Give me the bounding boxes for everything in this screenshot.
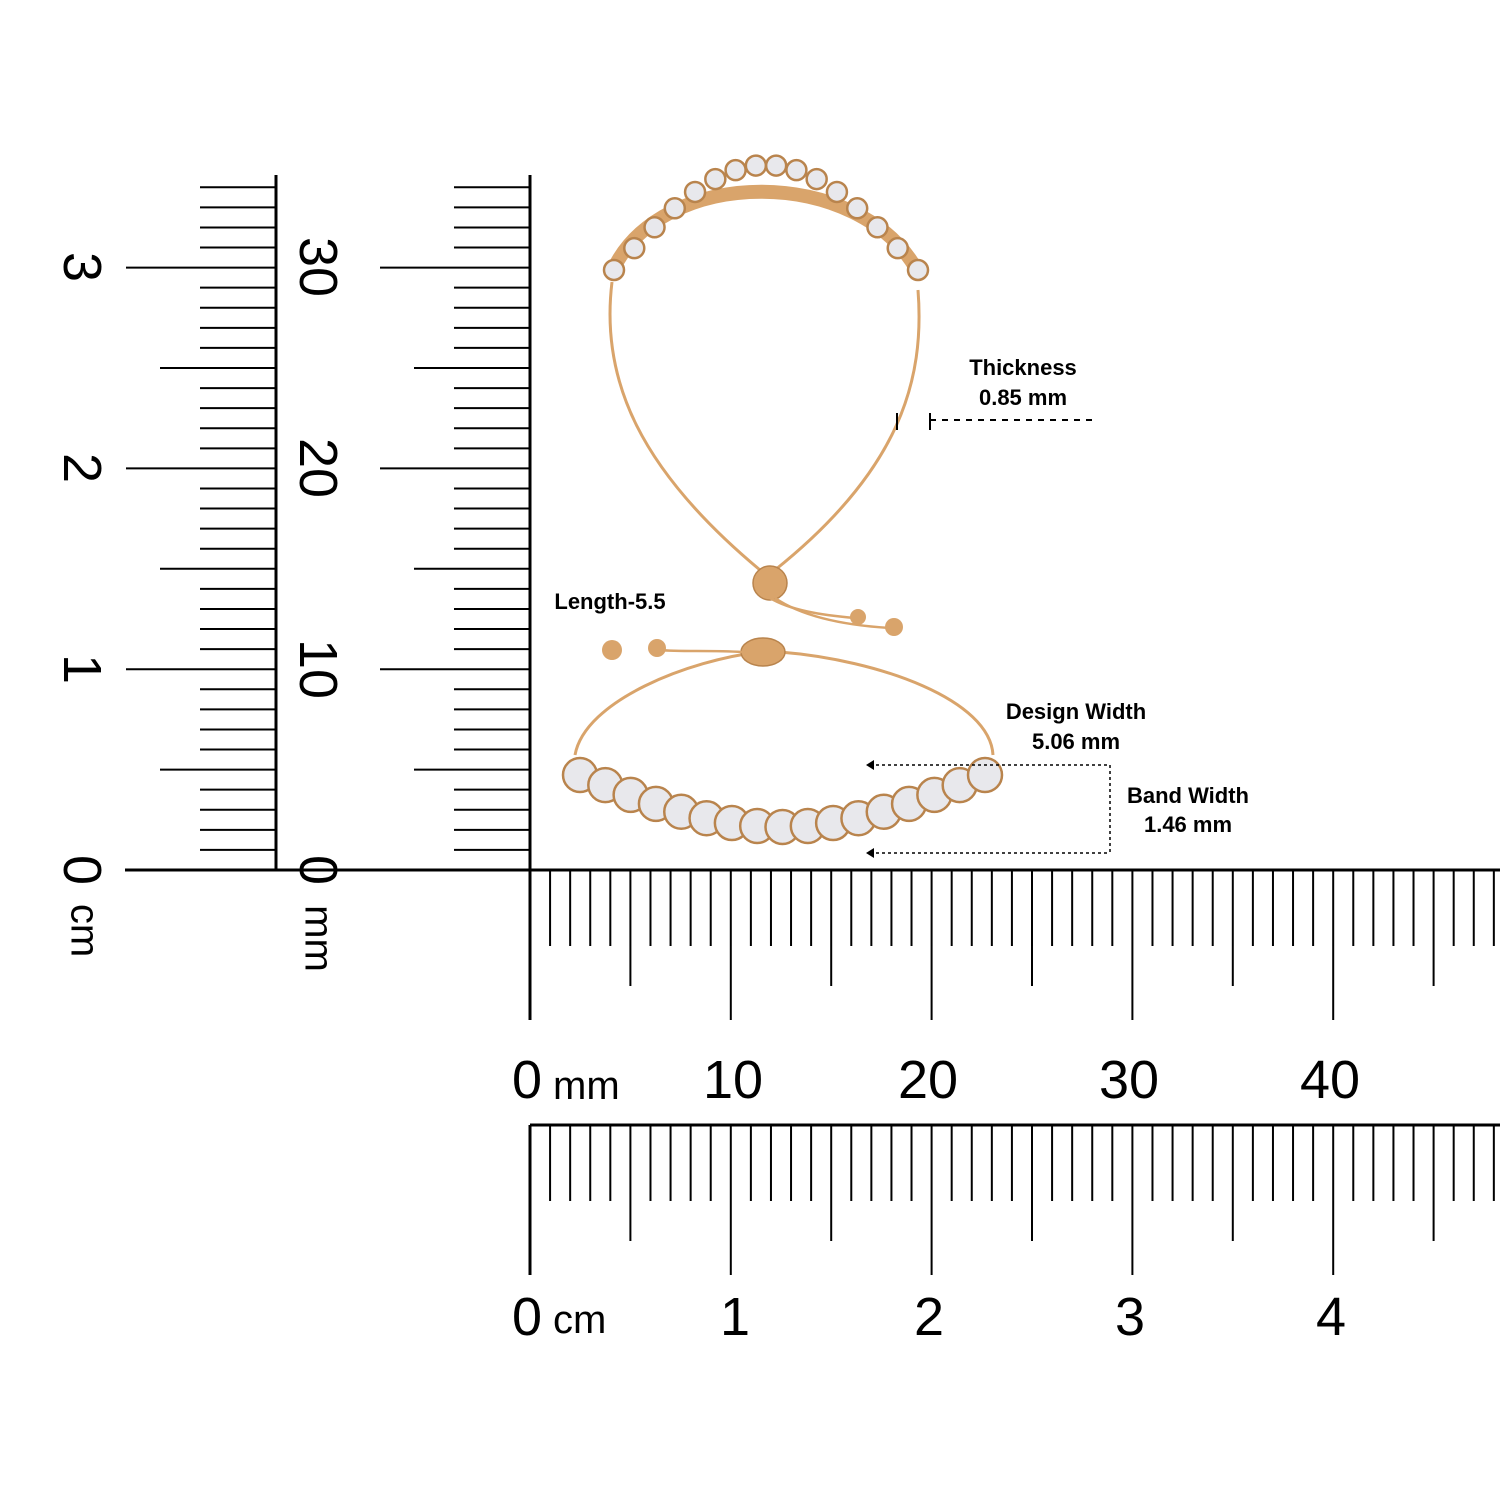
diamond-stone [845, 197, 869, 220]
bottom-mm-unit: mm [553, 1064, 620, 1108]
bottom-mm-label-0: 0 [512, 1050, 543, 1110]
left-cm-label-3: 3 [52, 251, 112, 283]
bottom-cm-label-3: 3 [1115, 1287, 1146, 1347]
diamond-stone [683, 180, 707, 204]
slider-bead [740, 637, 786, 667]
end-bead [850, 609, 866, 625]
design-width-title: Design Width [1005, 699, 1147, 724]
diamond-stone [744, 154, 768, 177]
diamond-stone [805, 167, 828, 191]
bottom-cm-label-4: 4 [1316, 1287, 1347, 1347]
thickness-value: 0.85 mm [978, 385, 1068, 410]
diamond-stone [602, 258, 626, 282]
left-mm-label-10: 10 [288, 638, 348, 700]
bottom-mm-label-20: 20 [898, 1050, 959, 1110]
left-mm-label-30: 30 [288, 236, 348, 298]
diamond-stone [704, 167, 727, 191]
bracelet-hanging-view [602, 154, 930, 636]
left-cm-label-1: 1 [52, 653, 112, 685]
bottom-mm-label-30: 30 [1099, 1050, 1160, 1110]
diamond-stone [825, 180, 849, 204]
left-cm-label-2: 2 [52, 452, 112, 484]
left-cm-label-0: 0 [52, 854, 112, 886]
length-label: Length-5.5 [554, 589, 666, 614]
end-bead [602, 640, 622, 660]
left-mm-unit: mm [296, 905, 341, 972]
end-bead [885, 618, 903, 636]
bottom-cm-label-2: 2 [914, 1287, 945, 1347]
left-mm-label-20: 20 [288, 437, 348, 499]
slider-bead [752, 565, 788, 601]
band-width-title: Band Width [1127, 783, 1249, 808]
diamond-stone [966, 756, 1004, 794]
bottom-mm-label-40: 40 [1300, 1050, 1361, 1110]
left-cm-unit: cm [62, 903, 107, 958]
bottom-cm-label-0: 0 [512, 1287, 543, 1347]
design-width-value: 5.06 mm [1031, 729, 1121, 754]
diamond-stone [643, 216, 666, 239]
thickness-title: Thickness [969, 355, 1077, 380]
thickness-guide [896, 413, 1095, 430]
end-bead [648, 639, 666, 657]
diamond-stone [623, 236, 646, 260]
band-width-value: 1.46 mm [1143, 812, 1233, 837]
bottom-cm-label-1: 1 [720, 1287, 751, 1347]
bottom-mm-label-10: 10 [703, 1050, 764, 1110]
bracelet-flat-view [561, 637, 1004, 846]
diamond-stone [724, 158, 747, 182]
diamond-stone [906, 258, 930, 282]
bottom-cm-unit: cm [553, 1298, 607, 1342]
left-mm-label-0: 0 [288, 854, 348, 886]
width-guides [866, 760, 1111, 858]
diamond-stone [764, 154, 788, 177]
diamond-stone [866, 216, 889, 239]
diamond-stone [663, 197, 687, 220]
diamond-stone [785, 158, 808, 182]
diamond-stone [886, 236, 909, 260]
